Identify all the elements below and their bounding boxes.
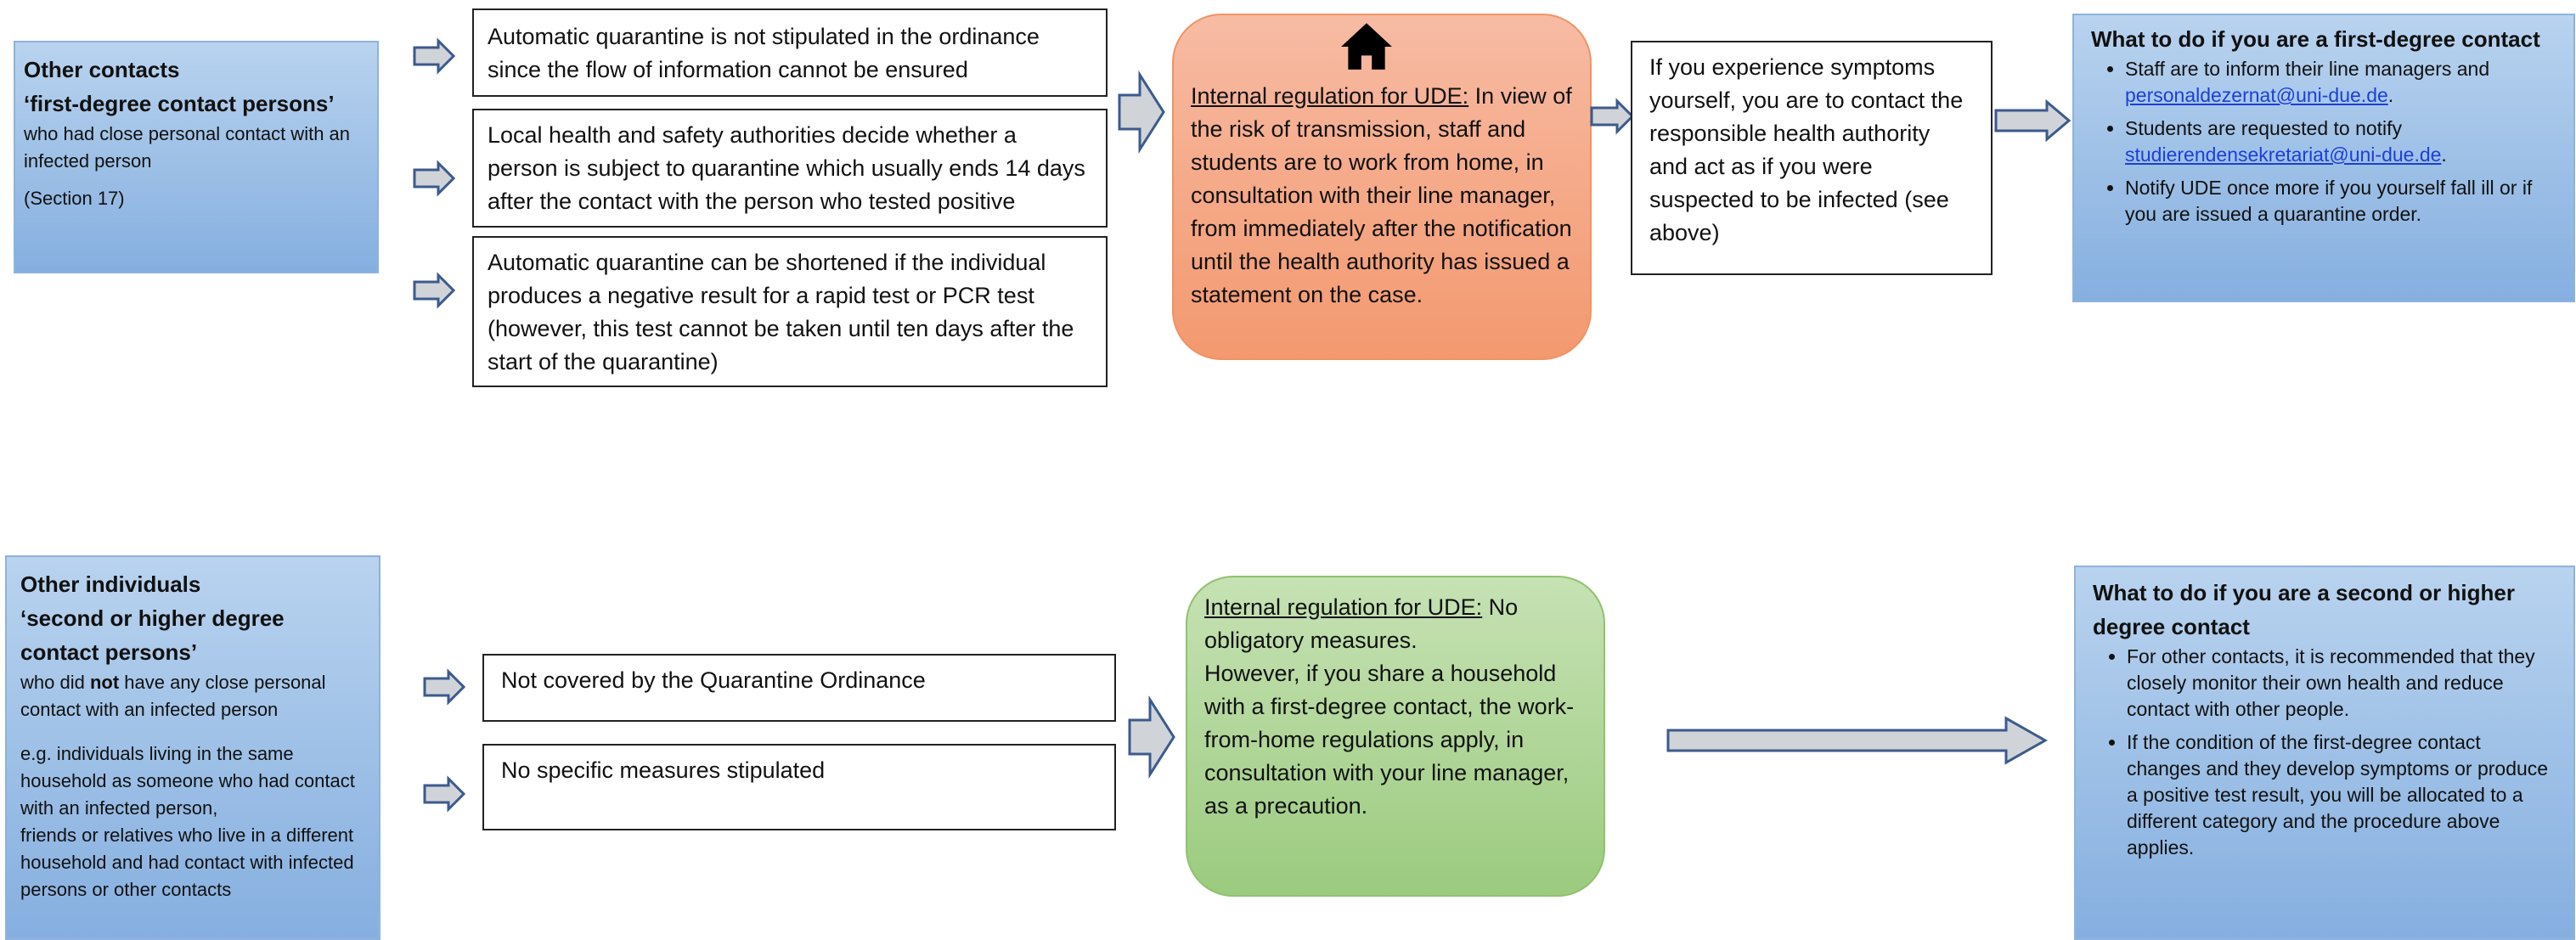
arrow-right-icon (413, 160, 456, 197)
first-degree-todo-title: What to do if you are a first-degree con… (2091, 26, 2540, 52)
ordinance-box: Automatic quarantine is not stipulated i… (472, 8, 1108, 97)
health-authority-text: Local health and safety authorities deci… (488, 122, 1085, 214)
first-degree-title-line2: ‘first-degree contact persons’ (24, 91, 335, 116)
first-degree-todo-list: Staff are to inform their line managers … (2091, 56, 2556, 228)
ude-regulation-second-degree: Internal regulation for UDE: No obligato… (1186, 576, 1605, 897)
ordinance-text: Automatic quarantine is not stipulated i… (488, 24, 1040, 82)
not-covered-box: Not covered by the Quarantine Ordinance (482, 654, 1116, 722)
home-icon (1341, 23, 1392, 70)
arrow-right-icon (1666, 716, 2049, 765)
regulation-text: In view of the risk of transmission, sta… (1191, 83, 1572, 307)
symptoms-box: If you experience symptoms yourself, you… (1631, 41, 1993, 275)
second-degree-todo-box: What to do if you are a second or higher… (2074, 566, 2575, 940)
second-degree-category-box: Other individuals ‘second or higher degr… (5, 555, 380, 940)
first-degree-description: who had close personal contact with an i… (24, 123, 351, 172)
list-item: For other contacts, it is recommended th… (2127, 644, 2556, 723)
health-authority-box: Local health and safety authorities deci… (472, 109, 1108, 228)
second-degree-description: who did not have any close personal cont… (20, 672, 326, 720)
arrow-right-icon (423, 775, 466, 813)
first-degree-category-box: Other contacts ‘first-degree contact per… (14, 41, 379, 273)
arrow-right-icon (423, 668, 466, 706)
first-degree-section: (Section 17) (24, 188, 125, 209)
arrow-right-icon (1590, 98, 1635, 135)
no-measures-box: No specific measures stipulated (482, 744, 1116, 830)
first-degree-title-line1: Other contacts (24, 57, 180, 82)
arrow-right-icon (1118, 70, 1165, 155)
no-measures-text: No specific measures stipulated (501, 757, 826, 783)
second-degree-title-line1: Other individuals (20, 571, 201, 597)
arrow-right-icon (413, 37, 456, 75)
arrow-right-icon (413, 272, 456, 309)
second-degree-title-line2: ‘second or higher degree contact persons… (20, 605, 285, 665)
not-covered-text: Not covered by the Quarantine Ordinance (501, 667, 926, 693)
second-degree-todo-list: For other contacts, it is recommended th… (2093, 644, 2556, 861)
ude-regulation-first-degree: Internal regulation for UDE: In view of … (1172, 14, 1592, 360)
arrow-right-icon (1994, 99, 2072, 143)
list-item: Staff are to inform their line managers … (2125, 56, 2556, 109)
regulation-text-1: No obligatory measures. (1204, 594, 1519, 653)
list-item: If the condition of the first-degree con… (2127, 729, 2556, 861)
list-item: Notify UDE once more if you yourself fal… (2125, 175, 2556, 228)
first-degree-todo-box: What to do if you are a first-degree con… (2072, 14, 2575, 302)
studierendensekretariat-email-link[interactable]: studierendensekretariat@uni-due.de (2125, 144, 2442, 166)
symptoms-text: If you experience symptoms yourself, you… (1649, 54, 1964, 245)
regulation-text-2: However, if you share a household with a… (1204, 661, 1575, 819)
second-degree-example-2: friends or relatives who live in a diffe… (20, 825, 354, 900)
regulation-label: Internal regulation for UDE: (1204, 594, 1483, 620)
list-item: Students are requested to notify studier… (2125, 115, 2556, 168)
quarantine-shortening-box: Automatic quarantine can be shortened if… (472, 236, 1108, 387)
arrow-right-icon (1128, 695, 1175, 780)
regulation-label: Internal regulation for UDE: (1191, 83, 1469, 109)
second-degree-example-1: e.g. individuals living in the same hous… (20, 743, 355, 819)
personaldezernat-email-link[interactable]: personaldezernat@uni-due.de (2125, 84, 2388, 106)
second-degree-todo-title: What to do if you are a second or higher… (2093, 580, 2515, 639)
quarantine-shortening-text: Automatic quarantine can be shortened if… (488, 250, 1074, 374)
